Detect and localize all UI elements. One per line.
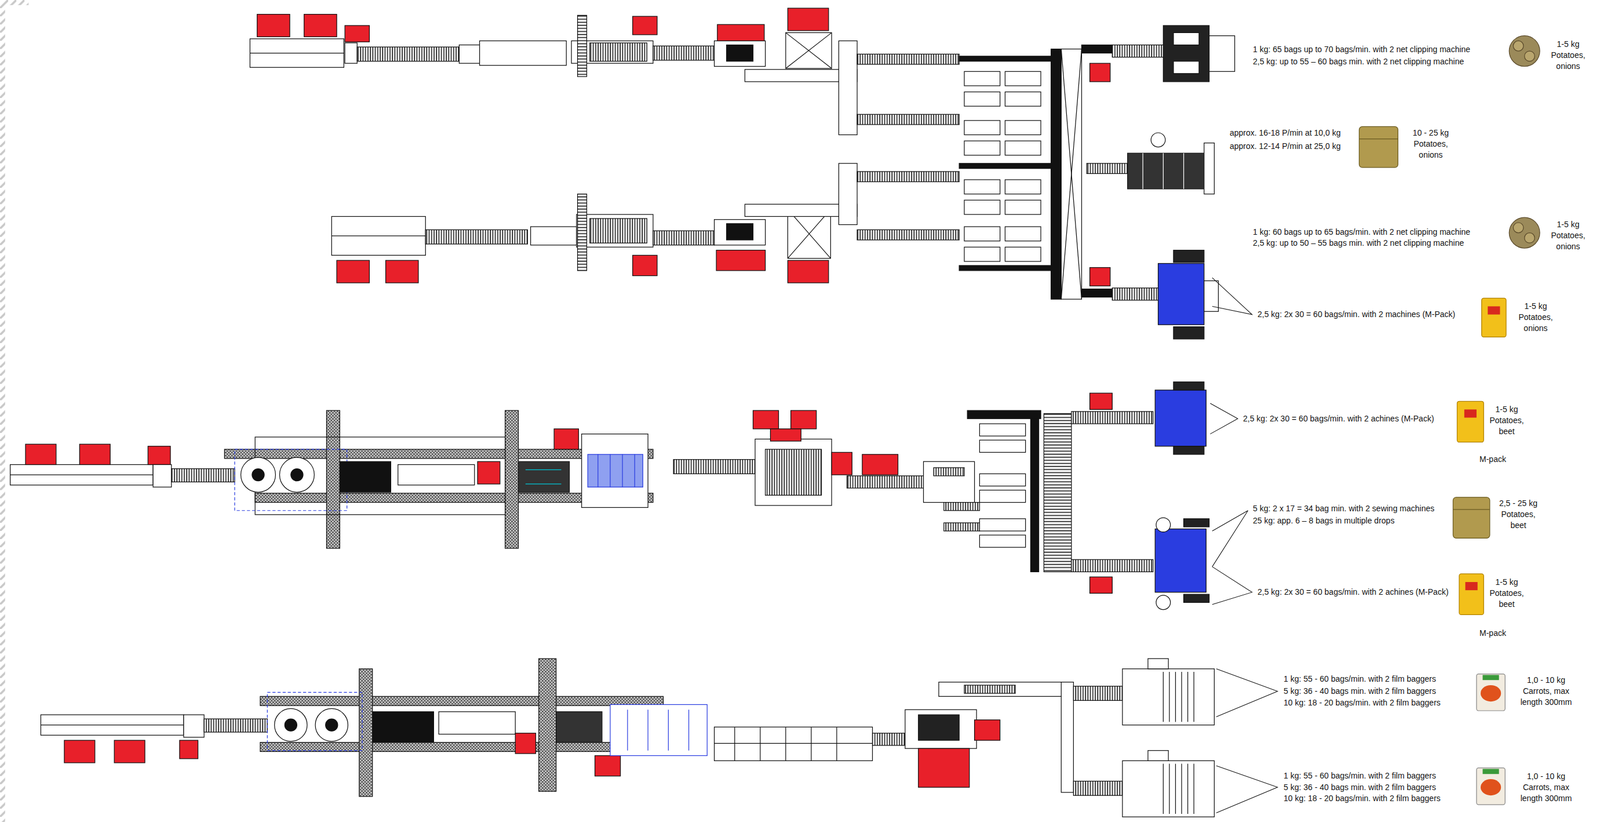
rate-note: 1 kg: 65 bags up to 70 bags/min. with 2 …: [1252, 44, 1471, 56]
product-label: 1-5 kg Potatoes, onions: [1513, 300, 1558, 334]
rate-note: 5 kg: 36 - 40 bags min. with 2 film bagg…: [1283, 781, 1437, 793]
product-label: 1-5 kg Potatoes, beet: [1484, 403, 1529, 437]
rate-note: 1 kg: 55 - 60 bags/min. with 2 film bagg…: [1283, 673, 1437, 685]
rate-note: 2,5 kg: 2x 30 = 60 bags/min. with 2 achi…: [1257, 586, 1449, 598]
product-label: 1,0 - 10 kg Carrots, max length 300mm: [1517, 770, 1576, 804]
rate-note: 25 kg: app. 6 – 8 bags in multiple drops: [1252, 515, 1395, 527]
line-one: [249, 8, 1235, 340]
rate-note: 10 kg: 18 - 20 bags/min. with 2 film bag…: [1283, 792, 1441, 804]
rate-note: 5 kg: 2 x 17 = 34 bag min. with 2 sewing…: [1252, 503, 1435, 515]
product-label: M-pack: [1472, 453, 1514, 465]
product-label: 2,5 - 25 kg Potatoes, beet: [1493, 497, 1543, 531]
rate-note: 2,5 kg: up to 55 – 60 bags min. with 2 n…: [1252, 56, 1464, 68]
rate-note: approx. 12-14 P/min at 25,0 kg: [1229, 140, 1341, 152]
product-label: 1,0 - 10 kg Carrots, max length 300mm: [1517, 674, 1576, 708]
rate-note: 2,5 kg: 2x 30 = 60 bags/min. with 2 mach…: [1257, 308, 1456, 320]
rate-note: 1 kg: 60 bags up to 65 bags/min. with 2 …: [1252, 226, 1471, 238]
leader-lines: [1209, 277, 1278, 813]
line-two: [10, 381, 1210, 610]
product-label: 1-5 kg Potatoes, onions: [1546, 38, 1591, 72]
rate-note: 10 kg: 18 - 20 bags/min. with 2 film bag…: [1283, 697, 1441, 709]
rate-note: 5 kg: 36 - 40 bags min. with 2 film bagg…: [1283, 685, 1437, 697]
product-label: 1-5 kg Potatoes, beet: [1484, 576, 1529, 610]
product-label: M-pack: [1472, 627, 1514, 639]
line-three: [40, 658, 1215, 817]
rate-note: 2,5 kg: up to 50 – 55 bags min. with 2 n…: [1252, 237, 1464, 249]
edge-hatch: [0, 0, 29, 822]
rate-note: 1 kg: 55 - 60 bags/min. with 2 film bagg…: [1283, 770, 1437, 782]
product-label: 10 - 25 kg Potatoes, onions: [1407, 127, 1454, 161]
rate-note: 2,5 kg: 2x 30 = 60 bags/min. with 2 achi…: [1243, 413, 1435, 425]
product-label: 1-5 kg Potatoes, onions: [1546, 219, 1591, 253]
rate-note: approx. 16-18 P/min at 10,0 kg: [1229, 127, 1341, 139]
